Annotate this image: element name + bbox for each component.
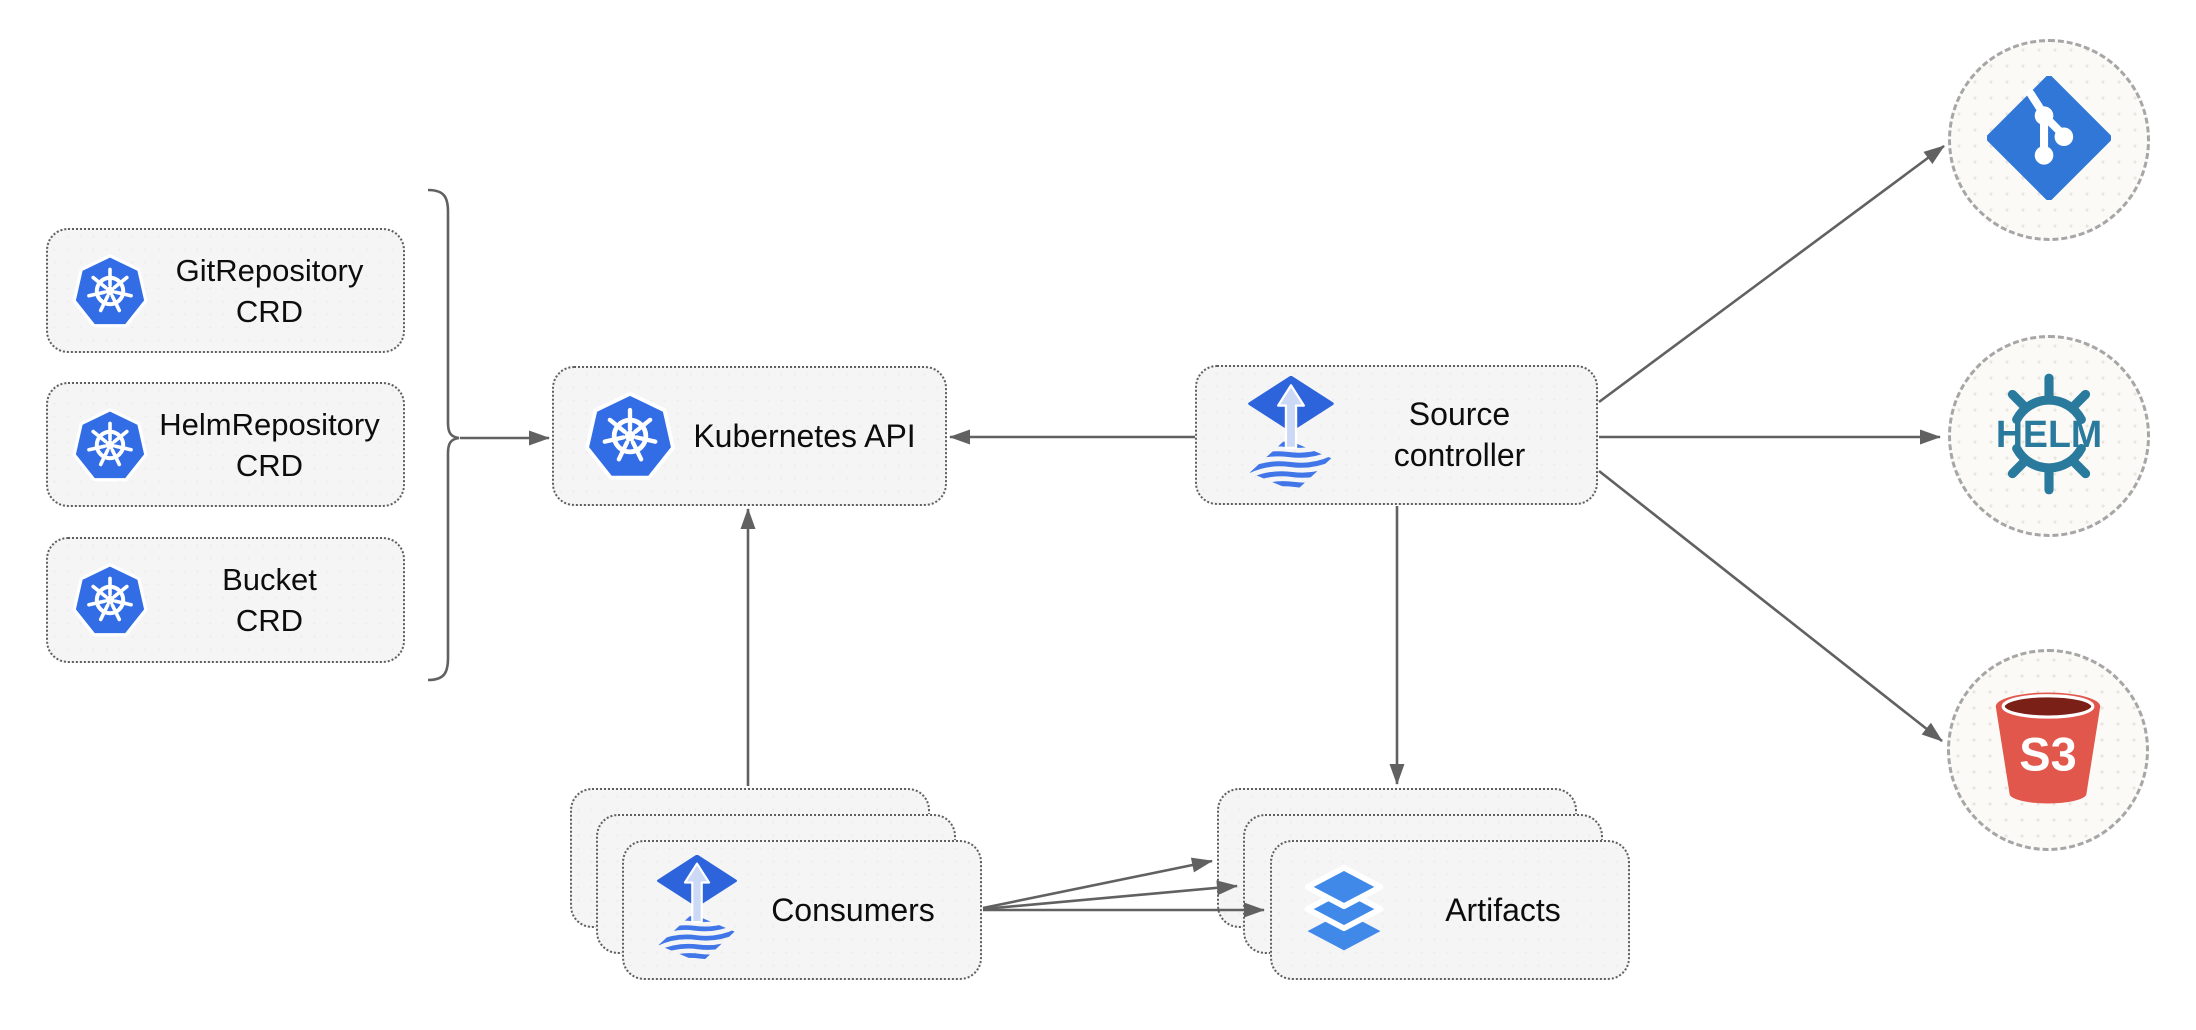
helm-label: HELM [1996, 413, 2102, 455]
source-line2: controller [1393, 437, 1526, 473]
arrow-consumers-to-artifacts-middle [982, 880, 1238, 911]
crd-suffix: CRD [235, 447, 304, 483]
kubernetes-icon [582, 388, 678, 484]
git-icon [1986, 74, 2112, 205]
kubernetes-icon [70, 560, 150, 640]
node-source-controller: Source controller [1195, 365, 1598, 505]
helm-icon: HELM [1983, 368, 2115, 505]
kubernetes-icon [70, 405, 150, 485]
layers-icon [1296, 862, 1392, 958]
crd-name: GitRepository [175, 252, 364, 288]
node-label: Source controller [1337, 394, 1596, 476]
flux-icon [654, 855, 740, 965]
crd-name: Bucket [222, 562, 317, 597]
endpoint-s3: S3 [1947, 649, 2149, 851]
crd-name: HelmRepository [159, 406, 380, 442]
s3-bucket-icon: S3 [1989, 684, 2107, 817]
node-consumers: Consumers [622, 840, 982, 980]
kubernetes-icon [70, 251, 150, 331]
endpoint-helm: HELM [1948, 335, 2150, 537]
node-label: Artifacts [1445, 891, 1561, 928]
source-line1: Source [1408, 396, 1511, 432]
endpoint-git [1948, 39, 2150, 241]
arrow-source-to-git [1598, 144, 1945, 404]
crd-suffix: CRD [235, 293, 304, 329]
arrow-source-to-s3 [1598, 469, 1943, 743]
node-kubernetes-api: Kubernetes API [552, 366, 947, 506]
arrow-consumers-to-artifacts-back [982, 857, 1213, 910]
crd-group-brace [427, 188, 460, 682]
flux-icon [1245, 376, 1337, 494]
node-label: Kubernetes API [693, 417, 916, 454]
crd-suffix: CRD [235, 603, 304, 638]
node-label: Consumers [771, 891, 935, 928]
node-artifacts: Artifacts [1270, 840, 1630, 980]
s3-label: S3 [2019, 728, 2076, 780]
